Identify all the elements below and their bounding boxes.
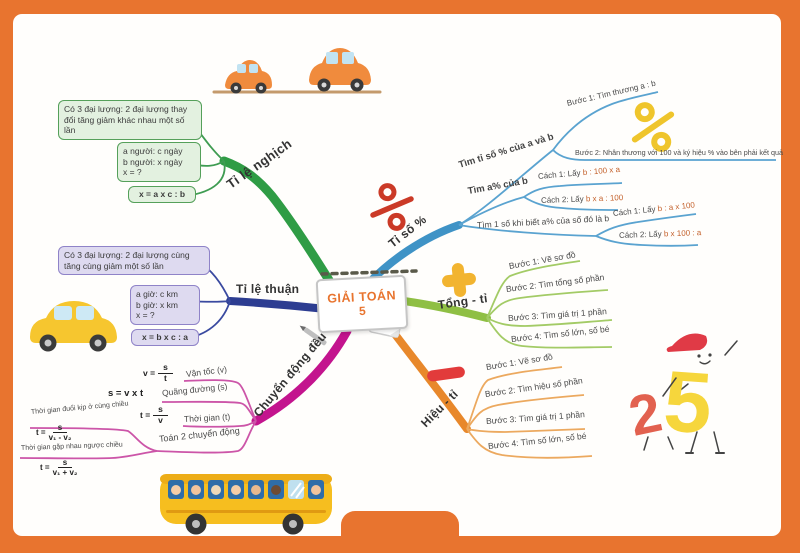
cd-meet-lhs: t = [40,463,50,473]
center-topic-node: GIẢI TOÁN 5 [315,274,409,334]
nghich-given-l3: x = ? [123,167,142,178]
nghich-rule-box: Có 3 đại lượng: 2 đại lượng thay đổi tăn… [58,100,202,140]
thuan-formula-box: x = b x c : a [131,329,199,346]
cd-t-den: v [158,414,163,425]
tiso-n3-cach2-formula: b x 100 : a [663,228,702,239]
branch-chuyen-dong [251,326,352,426]
percent-red-icon [370,183,414,231]
cd-v-lhs: v = [143,368,156,379]
school-bus-illustration [160,474,332,535]
connectors-chuyen-dong [19,379,257,460]
svg-text:2: 2 [623,380,667,448]
number-5-character: 5 [661,333,738,454]
cd-meet-den: v₁ + v₂ [52,468,78,478]
connectors-hieu-ti [466,366,593,459]
center-grade: 5 [358,303,367,319]
cd-t-num: s [153,404,168,416]
cd-t-lhs: t = [140,410,151,421]
thuan-given-l3: x = ? [136,310,155,321]
nghich-given-l2: b người: x ngày [123,156,183,167]
cd-meet-num: s [57,458,73,469]
cd-v-num: s [158,362,173,374]
stitch-decoration [320,269,418,276]
thuan-given-l2: b giờ: x km [136,299,178,310]
label-ti-le-thuan: Tỉ lệ thuận [236,282,300,296]
plus-icon [442,263,476,297]
branch-ti-le-nghich [219,156,345,303]
tiso-n3-cach2-prefix: Cách 2: Lấy [618,229,665,240]
branch-ti-le-thuan [226,297,330,313]
tiso-n1-buoc2: Bước 2: Nhân thương với 100 và ký hiệu %… [575,148,783,157]
thuan-given-l1: a giờ: c km [136,289,178,299]
cd-chase-lhs: t = [36,428,46,438]
percent-yellow-icon [631,102,675,152]
svg-text:5: 5 [661,353,715,452]
yellow-car-illustration [30,301,117,352]
nghich-given-l1: a người: c ngày [123,146,183,156]
connectors-tong-ti [486,260,613,349]
cars-top-illustration [212,48,382,94]
thuan-rule-box: Có 3 đại lượng: 2 đại lượng cùng tăng cù… [58,246,210,276]
pencil-icon [299,325,327,346]
nghich-given-box: a người: c ngày b người: x ngày x = ? [117,142,201,182]
cd-chase-num: s [52,423,68,434]
nghich-formula-box: x = a x c : b [128,186,196,203]
cd-quang-duong-formula: s = v x t [108,388,144,399]
branch-tong-ti [400,297,491,322]
tiso-n2-cach2-formula: b x a : 100 [585,193,624,204]
minus-icon [427,366,465,382]
thuan-given-box: a giờ: c km b giờ: x km x = ? [130,285,200,325]
cd-v-den: t [164,372,167,383]
tiso-n2-cach2-prefix: Cách 2: Lấy [540,194,587,205]
connectors-ti-so [458,91,776,247]
cd-chase-den: v₁ - v₂ [48,433,72,443]
bottom-frame-tab [341,511,459,539]
